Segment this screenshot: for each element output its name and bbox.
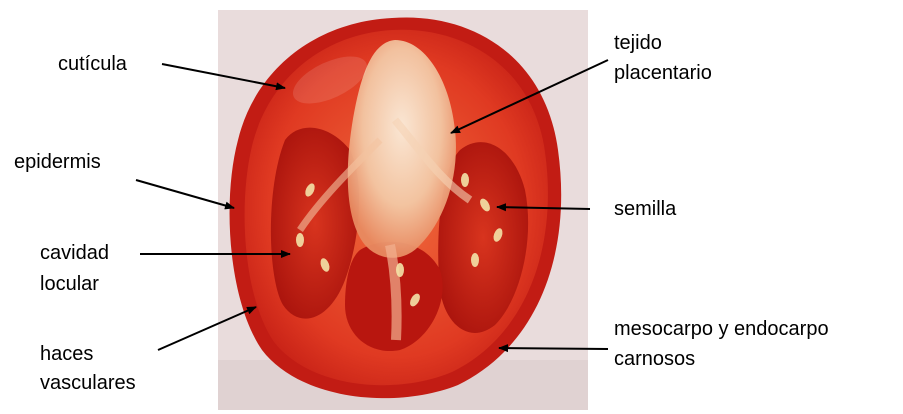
label-haces-line2: vasculares [40,371,136,395]
label-tejido-line2: placentario [614,61,712,85]
label-tejido-line1: tejido [614,31,662,55]
arrow-tejido-placentario [451,60,608,133]
arrow-haces-vasculares [158,307,256,350]
label-epidermis: epidermis [14,150,101,174]
arrow-mesocarpo [499,348,608,349]
arrow-epidermis [136,180,234,208]
arrow-semilla [497,207,590,209]
label-mesocarpo-line2: carnosos [614,347,695,371]
label-cavidad-line2: locular [40,272,99,296]
label-semilla: semilla [614,197,676,221]
label-mesocarpo-line1: mesocarpo y endocarpo [614,317,829,341]
arrow-cuticula [162,64,285,88]
label-haces-line1: haces [40,342,93,366]
label-cuticula: cutícula [58,52,127,76]
label-cavidad-line1: cavidad [40,241,109,265]
